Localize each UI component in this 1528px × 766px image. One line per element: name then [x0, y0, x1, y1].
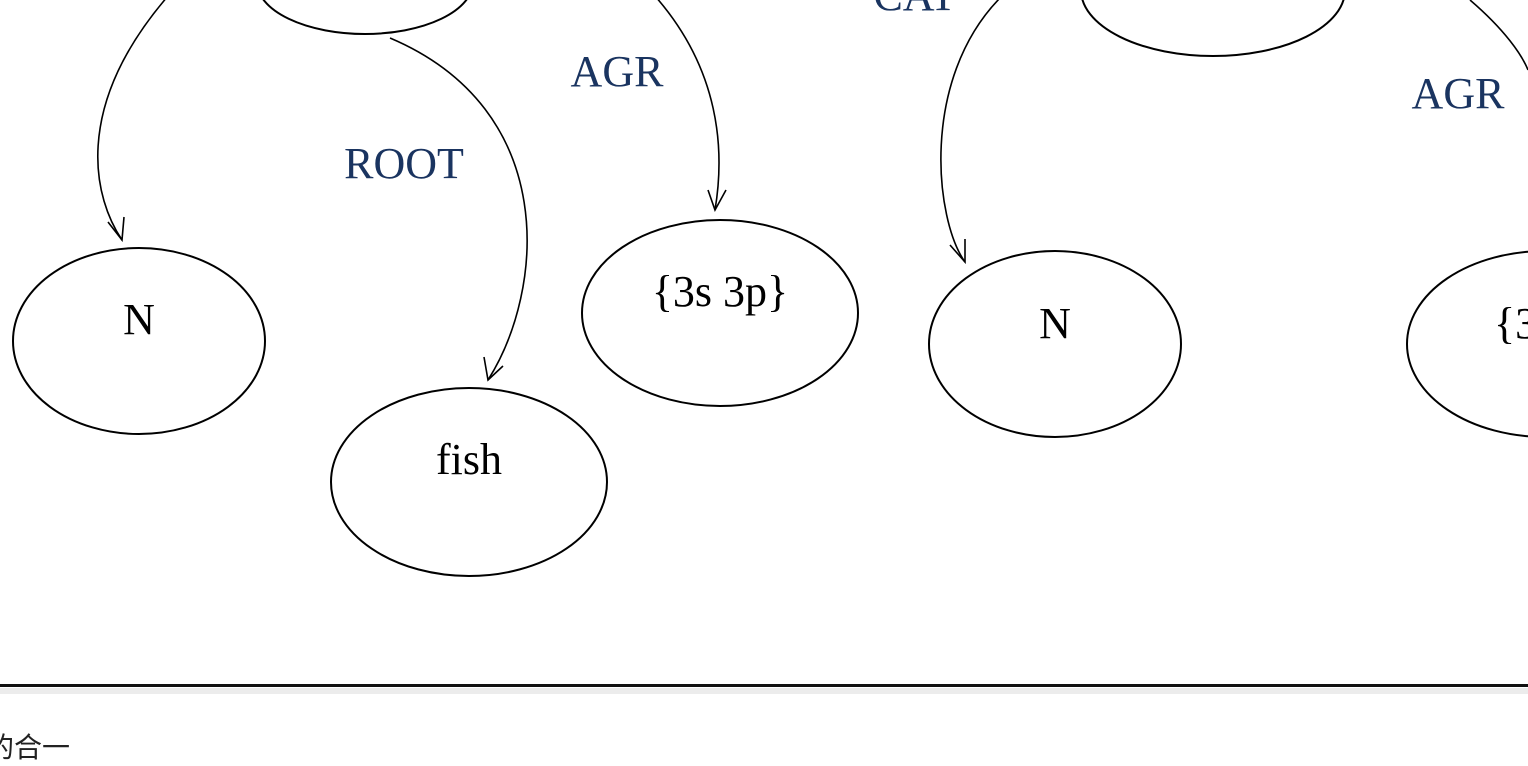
feature-structure-graph: N fish {3s 3p} N {3 AGR ROOT CAT AGR — [12, 0, 1528, 577]
edge-root — [389, 37, 528, 381]
root-edge-label: ROOT — [344, 139, 464, 188]
right-agr-edge-label: AGR — [1412, 69, 1506, 118]
edge-left-to-n — [97, 0, 166, 241]
right-n-node — [928, 250, 1182, 438]
left-agr-value-label: {3s 3p} — [652, 267, 788, 316]
rule-shadow — [0, 688, 1528, 694]
right-n-label: N — [1039, 299, 1071, 348]
fish-label: fish — [436, 435, 502, 484]
cat-edge-label: CAT — [873, 0, 956, 20]
right-agr-value-label: {3 — [1494, 299, 1528, 348]
edge-right-agr — [1469, 0, 1528, 71]
fish-node — [330, 387, 608, 577]
left-agr-value-node — [581, 219, 859, 407]
edge-left-agr — [657, 0, 720, 211]
left-parent-node — [262, 0, 468, 35]
right-parent-node — [1081, 0, 1345, 57]
arrowhead-root — [483, 356, 504, 382]
caption-text: 的合一 — [0, 731, 71, 764]
arrowhead-left-n — [107, 216, 125, 243]
left-n-node — [12, 247, 266, 435]
arrowhead-left-agr — [707, 189, 727, 212]
arrowhead-right-cat — [949, 239, 966, 265]
horizontal-rule — [0, 684, 1528, 687]
left-n-label: N — [123, 295, 155, 344]
edge-right-cat — [940, 0, 1000, 263]
left-agr-edge-label: AGR — [571, 47, 665, 96]
right-agr-value-node — [1406, 250, 1528, 438]
